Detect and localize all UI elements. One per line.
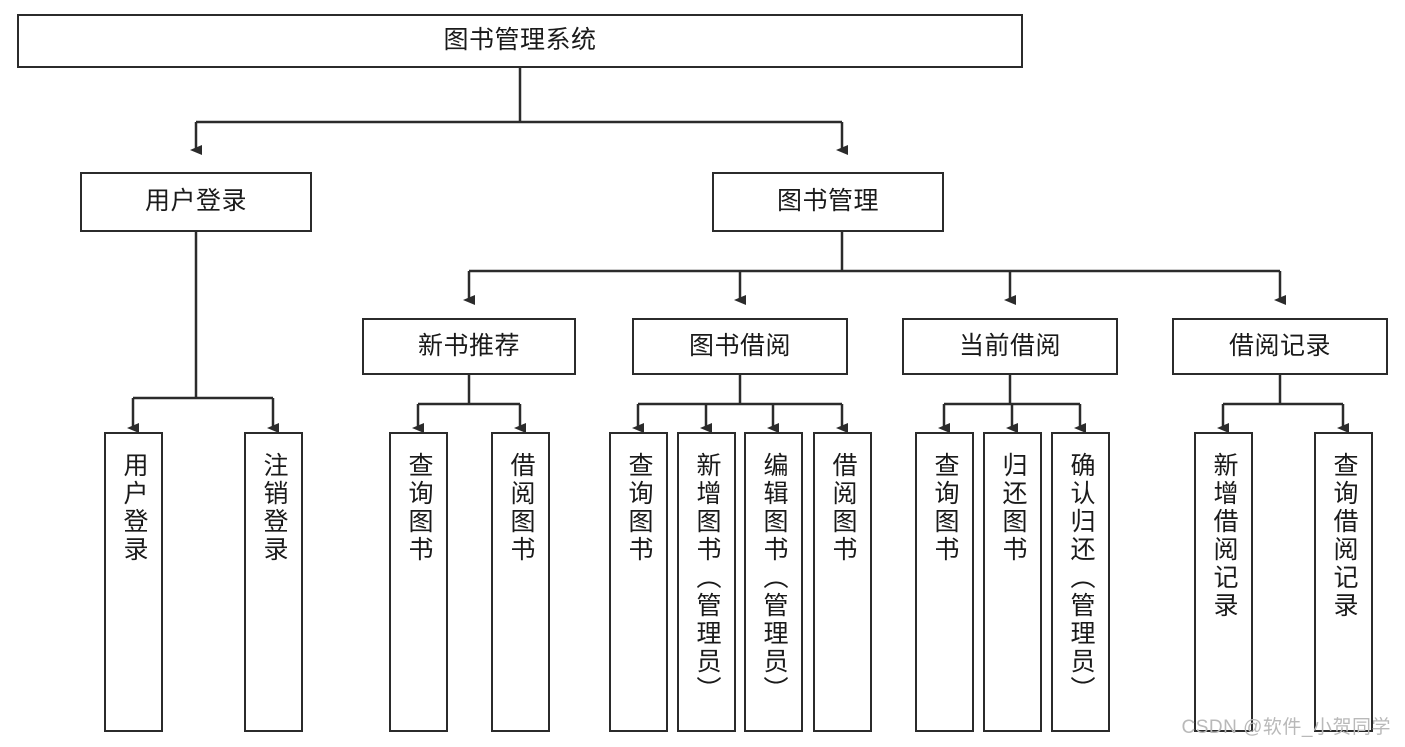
node-leaf-query-book-3[interactable]: 查询图书: [915, 432, 974, 732]
node-label: 查询图书: [625, 452, 653, 564]
node-new-book-recommend[interactable]: 新书推荐: [362, 318, 576, 375]
node-label: 编辑图书（管理员）: [760, 452, 788, 704]
node-label: 新增借阅记录: [1210, 452, 1238, 620]
node-book-borrow[interactable]: 图书借阅: [632, 318, 848, 375]
node-label: 注销登录: [260, 452, 288, 564]
node-label: 当前借阅: [958, 331, 1061, 360]
watermark: CSDN @软件_小贺同学: [1181, 717, 1391, 738]
node-label: 用户登录: [120, 452, 148, 564]
node-leaf-add-borrow-record[interactable]: 新增借阅记录: [1194, 432, 1253, 732]
node-label: 归还图书: [999, 452, 1027, 564]
node-borrow-record[interactable]: 借阅记录: [1172, 318, 1388, 375]
node-label: 新增图书（管理员）: [693, 452, 721, 704]
node-label: 图书借阅: [688, 331, 791, 360]
node-label: 查询图书: [405, 452, 433, 564]
node-label: 查询图书: [931, 452, 959, 564]
node-leaf-query-book-1[interactable]: 查询图书: [389, 432, 448, 732]
node-leaf-confirm-return[interactable]: 确认归还（管理员）: [1051, 432, 1110, 732]
node-label: 借阅记录: [1228, 331, 1331, 360]
node-leaf-query-book-2[interactable]: 查询图书: [609, 432, 668, 732]
node-leaf-logout[interactable]: 注销登录: [244, 432, 303, 732]
node-book-management-system[interactable]: 图书管理系统: [17, 14, 1023, 68]
node-leaf-edit-book[interactable]: 编辑图书（管理员）: [744, 432, 803, 732]
node-leaf-borrow-book-2[interactable]: 借阅图书: [813, 432, 872, 732]
node-book-manage[interactable]: 图书管理: [712, 172, 944, 232]
node-leaf-user-login[interactable]: 用户登录: [104, 432, 163, 732]
node-leaf-return-book[interactable]: 归还图书: [983, 432, 1042, 732]
node-current-borrow[interactable]: 当前借阅: [902, 318, 1118, 375]
node-label: 查询借阅记录: [1330, 452, 1358, 620]
node-leaf-query-borrow-record[interactable]: 查询借阅记录: [1314, 432, 1373, 732]
node-label: 借阅图书: [507, 452, 535, 564]
node-label: 借阅图书: [829, 452, 857, 564]
node-leaf-add-book[interactable]: 新增图书（管理员）: [677, 432, 736, 732]
node-leaf-borrow-book-1[interactable]: 借阅图书: [491, 432, 550, 732]
node-label: 用户登录: [144, 187, 247, 216]
node-label: 图书管理系统: [443, 26, 597, 55]
node-label: 图书管理: [776, 187, 879, 216]
node-label: 确认归还（管理员）: [1067, 452, 1095, 704]
node-user-login[interactable]: 用户登录: [80, 172, 312, 232]
node-label: 新书推荐: [417, 331, 520, 360]
